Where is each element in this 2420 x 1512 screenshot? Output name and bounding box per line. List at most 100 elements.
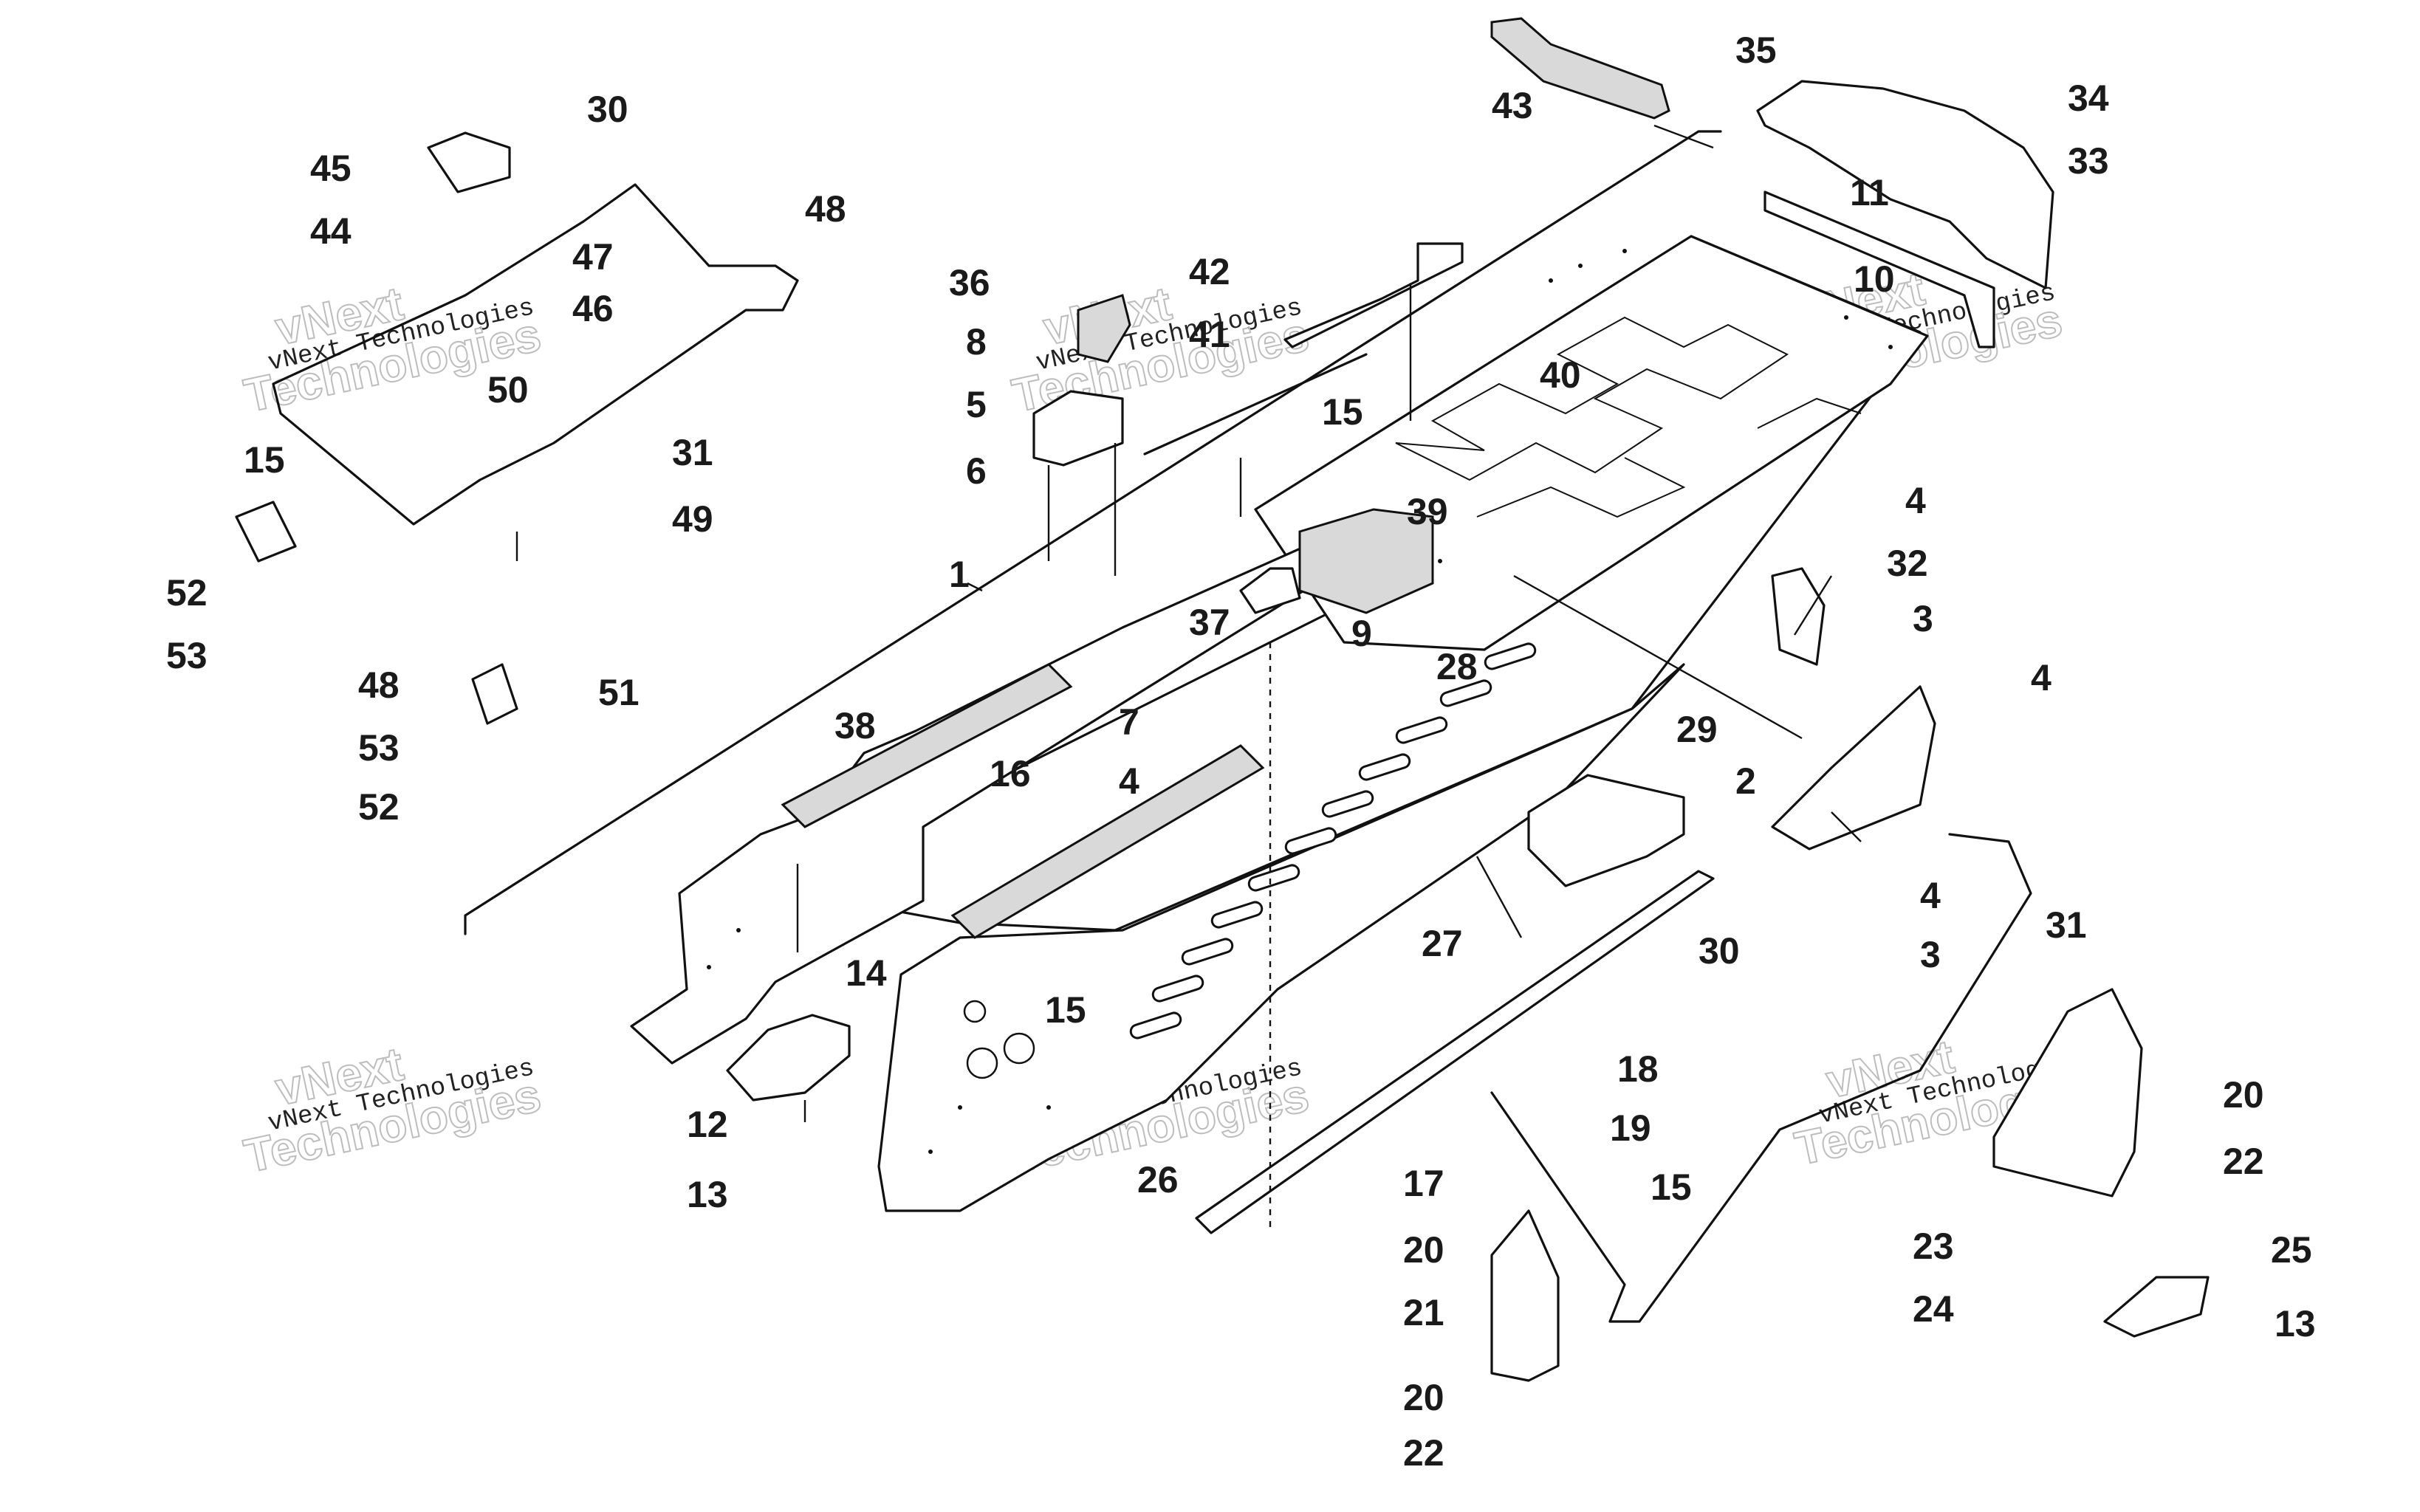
part-25 bbox=[2103, 1276, 2210, 1338]
callout-label: 4 bbox=[2031, 657, 2051, 698]
callout-label: 22 bbox=[1403, 1432, 1444, 1474]
rear-bumper-33 bbox=[1756, 80, 2054, 289]
deck-x-pattern bbox=[1395, 316, 1862, 518]
callout-label: 52 bbox=[358, 786, 400, 828]
callout-label: 30 bbox=[1699, 930, 1740, 972]
callout-label: 37 bbox=[1189, 602, 1230, 643]
callout-label: 31 bbox=[672, 432, 713, 473]
traction-pad-left bbox=[781, 663, 1073, 828]
callout-label: 4 bbox=[1920, 875, 1941, 916]
watermark: vNext vNext Technologies Technologies bbox=[239, 1037, 546, 1183]
rail-26 bbox=[1195, 870, 1715, 1234]
callout-label: 38 bbox=[834, 705, 876, 746]
tunnel-hole bbox=[966, 1047, 998, 1079]
tail-housing-12 bbox=[726, 1014, 851, 1102]
callout-label: 2 bbox=[1735, 760, 1756, 802]
callout-label: 40 bbox=[1540, 354, 1581, 396]
tunnel-hole bbox=[963, 1000, 987, 1023]
bracket-52-lower bbox=[471, 663, 518, 725]
callouts: 1 2 3 3 4 4 4 4 5 6 7 8 9 10 11 12 13 13… bbox=[166, 30, 2316, 1474]
watermark: vNext vNext Technologies Technologies bbox=[1007, 276, 1314, 423]
callout-label: 13 bbox=[2275, 1303, 2316, 1344]
callout-label: 14 bbox=[846, 952, 887, 994]
callout-label: 17 bbox=[1403, 1163, 1444, 1204]
callout-label: 44 bbox=[310, 210, 352, 252]
callout-label: 11 bbox=[1850, 172, 1889, 213]
callout-label: 28 bbox=[1436, 646, 1478, 687]
callout-label: 1 bbox=[949, 554, 970, 595]
callout-label: 25 bbox=[2271, 1229, 2312, 1271]
callout-label: 48 bbox=[358, 664, 400, 706]
callout-label: 41 bbox=[1189, 314, 1230, 355]
callout-label: 47 bbox=[572, 236, 614, 278]
snow-flap-43 bbox=[1490, 17, 1670, 120]
bracket-32 bbox=[1771, 567, 1826, 666]
callout-label: 49 bbox=[672, 498, 713, 540]
seat-pad-39 bbox=[1298, 508, 1434, 614]
rack-frame-44 bbox=[272, 183, 799, 526]
callout-label: 13 bbox=[687, 1174, 728, 1215]
callout-label: 5 bbox=[966, 384, 987, 425]
callout-label: 42 bbox=[1189, 251, 1230, 292]
callout-label: 20 bbox=[1403, 1377, 1444, 1418]
callout-label: 43 bbox=[1492, 85, 1533, 126]
callout-label: 6 bbox=[966, 450, 987, 492]
callout-label: 32 bbox=[1887, 543, 1928, 584]
callout-label: 20 bbox=[2223, 1074, 2264, 1116]
tunnel-hole bbox=[1003, 1032, 1035, 1065]
callout-label: 22 bbox=[2223, 1141, 2264, 1182]
cover-45 bbox=[427, 131, 511, 193]
callout-label: 15 bbox=[1045, 989, 1086, 1031]
callout-label: 3 bbox=[1920, 934, 1941, 975]
callout-label: 21 bbox=[1403, 1292, 1444, 1333]
callout-label: 53 bbox=[358, 727, 400, 769]
callout-label: 52 bbox=[166, 572, 208, 614]
callout-label: 9 bbox=[1351, 613, 1372, 654]
bracket-37 bbox=[1239, 567, 1301, 614]
callout-label: 27 bbox=[1422, 923, 1463, 964]
tunnel-slots bbox=[1129, 642, 1537, 1040]
strip-41 bbox=[1143, 353, 1368, 456]
callout-label: 4 bbox=[1905, 480, 1926, 521]
callout-label: 35 bbox=[1735, 30, 1777, 71]
callout-label: 23 bbox=[1913, 1226, 1954, 1267]
callout-label: 46 bbox=[572, 288, 614, 329]
rear-strip-11 bbox=[1763, 190, 1995, 348]
callout-label: 45 bbox=[310, 148, 352, 189]
bracket-21 bbox=[1490, 1209, 1560, 1382]
bracket-2 bbox=[1771, 685, 1936, 850]
callout-label: 10 bbox=[1854, 258, 1895, 300]
cover-29 bbox=[1527, 774, 1685, 887]
bracket-6 bbox=[1032, 390, 1124, 467]
callout-label: 18 bbox=[1617, 1048, 1659, 1090]
callout-label: 12 bbox=[687, 1104, 728, 1145]
callout-label: 34 bbox=[2068, 78, 2109, 119]
callout-label: 48 bbox=[805, 188, 846, 230]
assembly-frame-line bbox=[464, 130, 1722, 935]
callout-label: 19 bbox=[1610, 1107, 1651, 1149]
callout-label: 7 bbox=[1119, 701, 1139, 743]
callout-label: 36 bbox=[949, 262, 990, 303]
leader-lines bbox=[515, 124, 1862, 1233]
callout-label: 24 bbox=[1913, 1288, 1954, 1330]
bracket-52 bbox=[235, 501, 297, 563]
callout-label: 3 bbox=[1913, 598, 1933, 639]
callout-label: 51 bbox=[598, 672, 640, 713]
callout-label: 15 bbox=[244, 439, 285, 481]
strip-42 bbox=[1283, 242, 1464, 348]
callout-label: 8 bbox=[966, 321, 987, 362]
callout-label: 33 bbox=[2068, 140, 2109, 182]
callout-label: 31 bbox=[2046, 904, 2087, 946]
callout-label: 15 bbox=[1322, 391, 1363, 433]
bracket-36 bbox=[1077, 294, 1131, 363]
callout-label: 30 bbox=[587, 89, 628, 130]
callout-label: 50 bbox=[487, 369, 529, 410]
rivets bbox=[707, 249, 1893, 1154]
callout-label: 4 bbox=[1119, 760, 1139, 802]
callout-label: 29 bbox=[1676, 709, 1718, 750]
callout-label: 39 bbox=[1407, 491, 1448, 532]
plate-23 bbox=[1992, 988, 2143, 1197]
callout-label: 26 bbox=[1137, 1159, 1179, 1200]
callout-label: 16 bbox=[990, 753, 1031, 794]
